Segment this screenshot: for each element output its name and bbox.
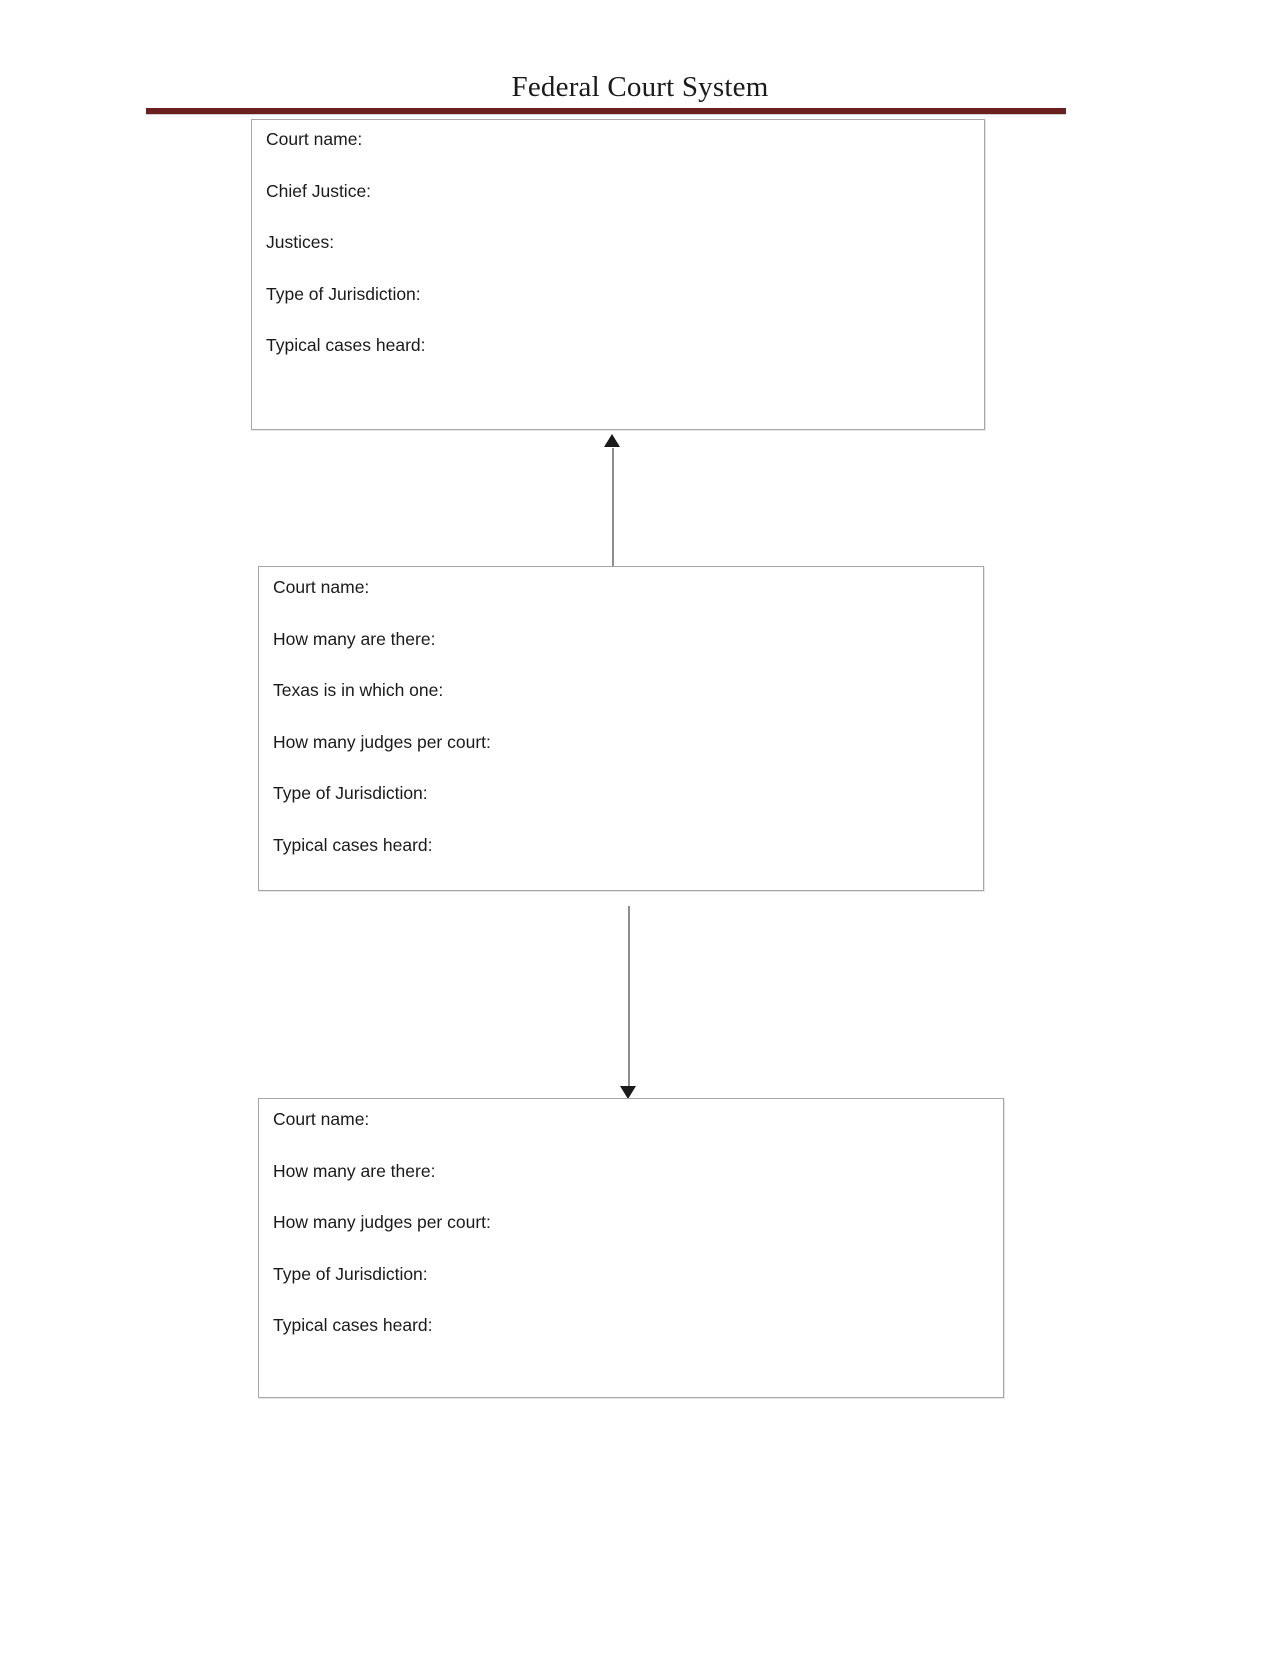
field-chief-justice: Chief Justice: <box>266 180 372 201</box>
arrow-appeals-to-district-line <box>628 906 630 1090</box>
title-divider-rule <box>146 108 1066 114</box>
field-how-many-judges-per-court: How many judges per court: <box>273 1212 491 1232</box>
arrow-down-icon <box>620 1086 636 1099</box>
field-type-of-jurisdiction: Type of Jurisdiction: <box>266 283 421 304</box>
field-court-name: Court name: <box>266 129 363 149</box>
field-list: Court name: Chief Justice: Justices: Typ… <box>266 129 426 355</box>
arrow-appeals-to-supreme-line <box>612 448 614 566</box>
field-court-name: Court name: <box>273 1109 370 1129</box>
field-typical-cases-heard: Typical cases heard: <box>266 335 426 355</box>
field-justices: Justices: <box>266 232 335 252</box>
title-divider-shadow <box>146 114 1066 115</box>
field-court-name: Court name: <box>273 577 370 597</box>
field-type-of-jurisdiction: Type of Jurisdiction: <box>273 1263 428 1284</box>
field-typical-cases-heard: Typical cases heard: <box>273 834 433 855</box>
field-typical-cases-heard: Typical cases heard: <box>273 1315 433 1335</box>
court-box-appeals[interactable]: Court name: How many are there: Texas is… <box>258 566 984 891</box>
court-box-district[interactable]: Court name: How many are there: How many… <box>258 1098 1004 1398</box>
field-how-many-are-there: How many are there: <box>273 1160 436 1181</box>
field-how-many-judges-per-court: How many judges per court: <box>273 731 491 752</box>
field-list: Court name: How many are there: How many… <box>273 1109 491 1335</box>
page-title: Federal Court System <box>511 71 769 103</box>
field-texas-is-in-which-one: Texas is in which one: <box>273 680 444 700</box>
field-how-many-are-there: How many are there: <box>273 628 436 649</box>
field-type-of-jurisdiction: Type of Jurisdiction: <box>273 783 428 803</box>
court-box-supreme[interactable]: Court name: Chief Justice: Justices: Typ… <box>251 119 985 430</box>
field-list: Court name: How many are there: Texas is… <box>273 577 491 855</box>
arrow-up-icon <box>604 434 620 447</box>
